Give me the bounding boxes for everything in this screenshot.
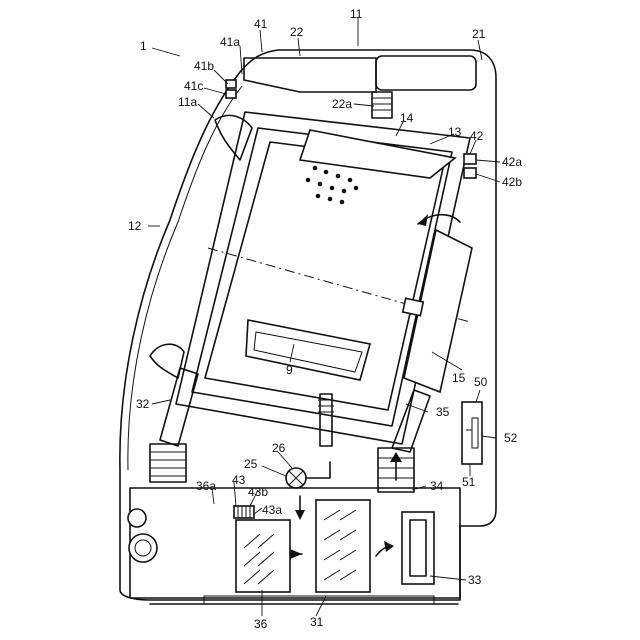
control-box	[462, 402, 482, 464]
label-52: 52	[504, 431, 518, 445]
label-25: 25	[244, 457, 258, 471]
label-43: 43	[232, 473, 246, 487]
label-41a: 41a	[220, 35, 240, 49]
label-43a: 43a	[262, 503, 282, 517]
label-41: 41	[254, 17, 268, 31]
label-42: 42	[470, 129, 484, 143]
label-34: 34	[430, 479, 444, 493]
label-42a: 42a	[502, 155, 522, 169]
label-12: 12	[128, 219, 142, 233]
label-36a: 36a	[196, 479, 216, 493]
label-42b: 42b	[502, 175, 522, 189]
label-21: 21	[472, 27, 486, 41]
label-15: 15	[452, 371, 466, 385]
drum-assembly	[150, 112, 470, 444]
label-14: 14	[400, 111, 414, 125]
label-1: 1	[140, 39, 147, 53]
label-41b: 41b	[194, 59, 214, 73]
label-32: 32	[136, 397, 150, 411]
label-35: 35	[436, 405, 450, 419]
label-26: 26	[272, 441, 286, 455]
label-51: 51	[462, 475, 476, 489]
label-36: 36	[254, 617, 268, 631]
label-11a: 11a	[178, 95, 197, 109]
drum-holes	[306, 166, 359, 205]
label-11: 11	[350, 7, 363, 21]
label-13: 13	[448, 125, 462, 139]
label-50: 50	[474, 375, 488, 389]
label-22: 22	[290, 25, 304, 39]
label-41c: 41c	[184, 79, 203, 93]
base-unit	[128, 488, 460, 604]
label-33: 33	[468, 573, 482, 587]
label-22a: 22a	[332, 97, 352, 111]
sensor-42	[464, 154, 476, 178]
motor	[403, 230, 472, 392]
label-31: 31	[310, 615, 324, 629]
label-43b: 43b	[248, 485, 268, 499]
label-9: 9	[286, 363, 293, 377]
